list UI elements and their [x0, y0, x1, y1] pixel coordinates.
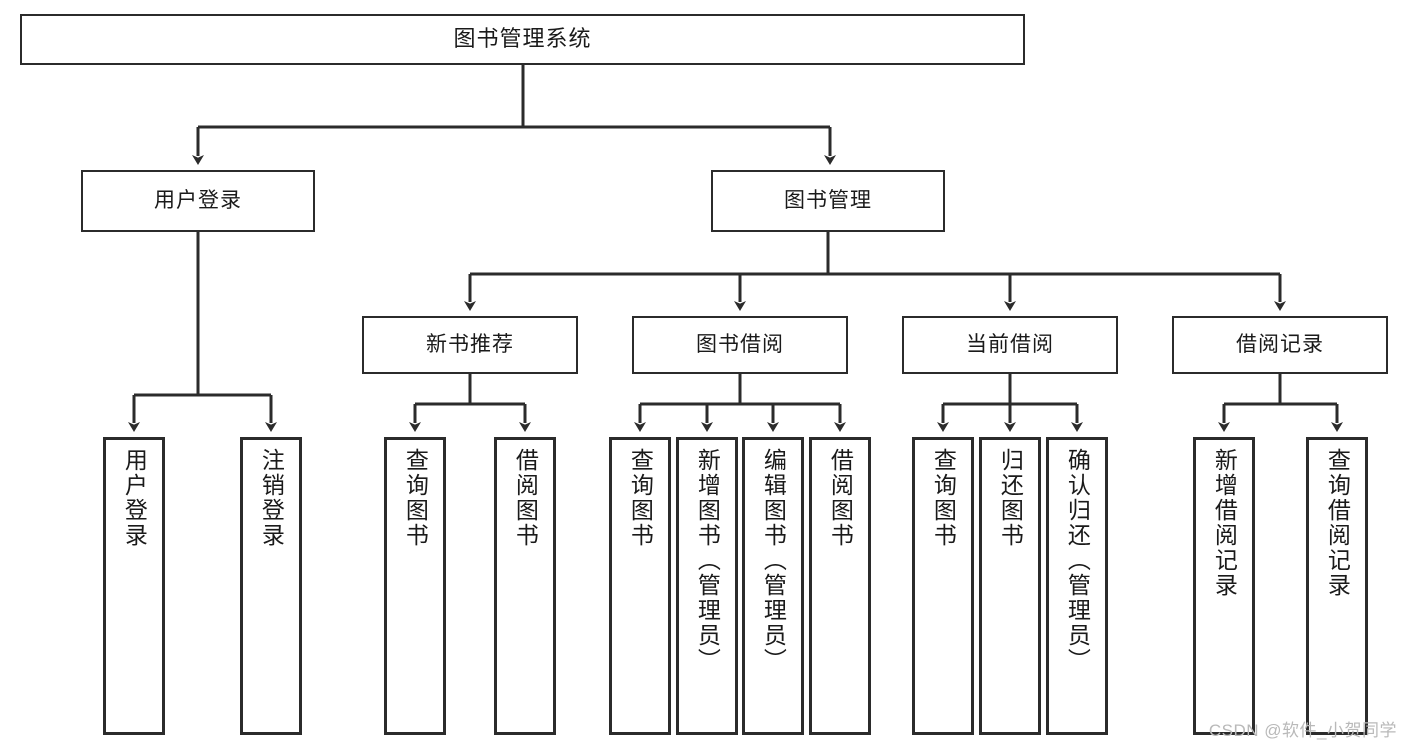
leaf-current-query-book[interactable]: 查询图书 [912, 437, 974, 735]
leaf-label: 确认归还（管理员） [1064, 448, 1091, 673]
leaf-label: 借阅图书 [827, 448, 854, 548]
node-label: 用户登录 [154, 189, 242, 213]
node-borrow-record[interactable]: 借阅记录 [1172, 316, 1388, 374]
leaf-borrow-edit-book[interactable]: 编辑图书（管理员） [742, 437, 804, 735]
leaf-user-login-signout[interactable]: 注销登录 [240, 437, 302, 735]
leaf-label: 编辑图书（管理员） [760, 448, 787, 673]
leaf-label: 归还图书 [997, 448, 1024, 548]
leaf-record-add[interactable]: 新增借阅记录 [1193, 437, 1255, 735]
leaf-label: 用户登录 [121, 448, 148, 548]
node-label: 图书管理系统 [453, 26, 592, 52]
leaf-borrow-borrow-book[interactable]: 借阅图书 [809, 437, 871, 735]
node-book-management[interactable]: 图书管理 [711, 170, 945, 232]
node-label: 新书推荐 [426, 333, 514, 357]
leaf-new-book-borrow[interactable]: 借阅图书 [494, 437, 556, 735]
node-current-borrow[interactable]: 当前借阅 [902, 316, 1118, 374]
leaf-record-query[interactable]: 查询借阅记录 [1306, 437, 1368, 735]
node-root-system[interactable]: 图书管理系统 [20, 14, 1025, 65]
leaf-label: 注销登录 [258, 448, 285, 548]
leaf-new-book-query[interactable]: 查询图书 [384, 437, 446, 735]
node-label: 借阅记录 [1236, 333, 1324, 357]
leaf-label: 查询借阅记录 [1324, 448, 1351, 598]
leaf-label: 查询图书 [402, 448, 429, 548]
leaf-user-login-signin[interactable]: 用户登录 [103, 437, 165, 735]
leaf-borrow-query-book[interactable]: 查询图书 [609, 437, 671, 735]
node-label: 图书管理 [784, 189, 872, 213]
leaf-label: 查询图书 [627, 448, 654, 548]
leaf-current-confirm-return[interactable]: 确认归还（管理员） [1046, 437, 1108, 735]
watermark-text: CSDN @软件_小贺同学 [1208, 721, 1397, 740]
node-book-borrow[interactable]: 图书借阅 [632, 316, 848, 374]
leaf-label: 借阅图书 [512, 448, 539, 548]
leaf-label: 查询图书 [930, 448, 957, 548]
leaf-current-return-book[interactable]: 归还图书 [979, 437, 1041, 735]
node-user-login[interactable]: 用户登录 [81, 170, 315, 232]
leaf-borrow-add-book[interactable]: 新增图书（管理员） [676, 437, 738, 735]
leaf-label: 新增图书（管理员） [694, 448, 721, 673]
node-label: 当前借阅 [966, 333, 1054, 357]
leaf-label: 新增借阅记录 [1211, 448, 1238, 598]
node-new-book-recommend[interactable]: 新书推荐 [362, 316, 578, 374]
node-label: 图书借阅 [696, 333, 784, 357]
